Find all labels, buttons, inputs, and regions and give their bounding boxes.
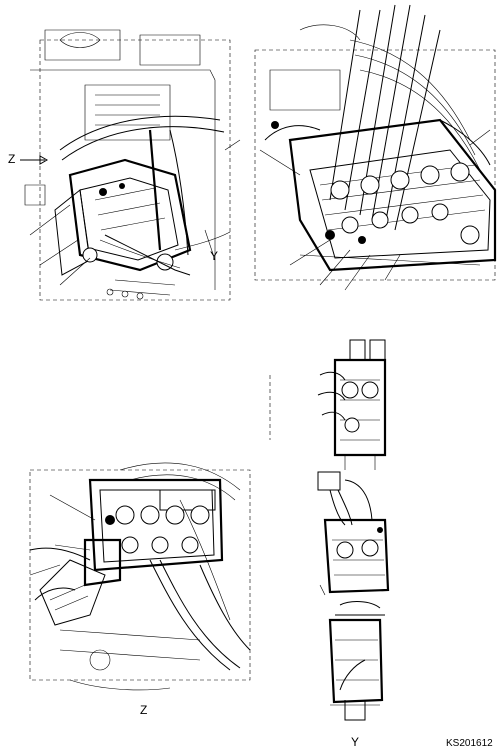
view-label-y-bottom: Y [351, 735, 360, 749]
view-top-right-drawing [254, 4, 497, 291]
view-label-y-top: Y [210, 249, 219, 263]
drawing-code: KS201612 [446, 738, 493, 749]
view-bottom-left-drawing [29, 462, 251, 691]
view-top-left-drawing [20, 29, 241, 301]
view-valve-side-drawing [269, 339, 387, 470]
view-label-z-top: Z [8, 152, 16, 166]
view-label-z-bottom: Z [140, 703, 148, 717]
view-bottom-right-drawing [317, 471, 390, 721]
